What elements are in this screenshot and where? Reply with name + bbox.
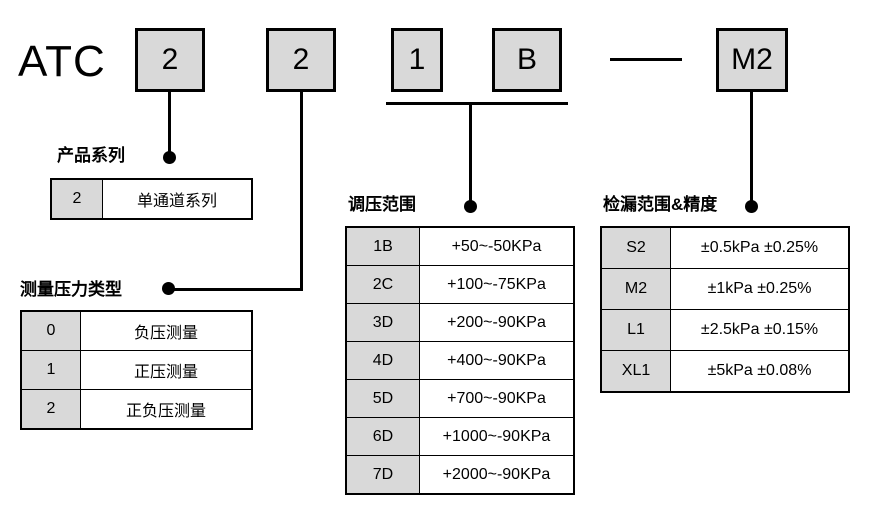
connector-leak-range-dot — [745, 200, 758, 213]
caption-pressure-type: 测量压力类型 — [20, 280, 122, 299]
leak-range-row-3-code: XL1 — [600, 350, 671, 393]
table-row: 6D +1000~-90KPa — [345, 417, 575, 456]
pressure-range-row-3-code: 4D — [345, 341, 420, 380]
caption-series: 产品系列 — [57, 146, 125, 165]
table-row: L1 ±2.5kPa ±0.15% — [600, 309, 850, 351]
pressure-range-row-2-value: +200~-90KPa — [419, 303, 575, 342]
table-row: 7D +2000~-90KPa — [345, 455, 575, 495]
table-row: 5D +700~-90KPa — [345, 379, 575, 418]
leak-range-row-3-value: ±5kPa ±0.08% — [670, 350, 850, 393]
code-box-range-letter[interactable]: B — [492, 28, 562, 92]
code-box-series[interactable]: 2 — [135, 28, 205, 92]
code-box-pressure-type-value: 2 — [292, 43, 310, 76]
code-box-range-letter-value: B — [516, 43, 537, 76]
model-separator-dash — [610, 58, 682, 61]
code-box-series-value: 2 — [161, 43, 179, 76]
pressure-type-row-0-code: 0 — [20, 310, 81, 351]
pressure-type-row-0-value: 负压测量 — [80, 310, 253, 351]
leak-range-row-0-code: S2 — [600, 226, 671, 269]
pressure-type-row-2-code: 2 — [20, 389, 81, 430]
pressure-range-row-5-code: 6D — [345, 417, 420, 456]
pressure-range-row-1-code: 2C — [345, 265, 420, 304]
code-box-range-digit[interactable]: 1 — [391, 28, 443, 92]
table-row: 2 正负压测量 — [20, 389, 253, 430]
pressure-range-row-0-code: 1B — [345, 226, 420, 266]
code-box-leak-accuracy[interactable]: M2 — [716, 28, 788, 92]
connector-series-vertical — [168, 92, 171, 158]
table-row: 1B +50~-50KPa — [345, 226, 575, 266]
leak-range-row-2-value: ±2.5kPa ±0.15% — [670, 309, 850, 351]
table-pressure-range: 1B +50~-50KPa 2C +100~-75KPa 3D +200~-90… — [345, 226, 575, 495]
leak-range-row-0-value: ±0.5kPa ±0.25% — [670, 226, 850, 269]
code-box-leak-accuracy-value: M2 — [731, 43, 773, 76]
code-box-pressure-type[interactable]: 2 — [266, 28, 336, 92]
table-row: XL1 ±5kPa ±0.08% — [600, 350, 850, 393]
table-row: M2 ±1kPa ±0.25% — [600, 268, 850, 310]
series-row-0-value: 单通道系列 — [102, 178, 253, 220]
model-prefix-label: ATC — [18, 37, 106, 86]
pressure-range-row-4-value: +700~-90KPa — [419, 379, 575, 418]
pressure-range-row-6-value: +2000~-90KPa — [419, 455, 575, 495]
pressure-range-row-2-code: 3D — [345, 303, 420, 342]
pressure-range-row-3-value: +400~-90KPa — [419, 341, 575, 380]
table-row: 2 单通道系列 — [50, 178, 253, 220]
connector-series-dot — [163, 151, 176, 164]
pressure-range-row-4-code: 5D — [345, 379, 420, 418]
table-row: 1 正压测量 — [20, 350, 253, 390]
pressure-type-row-1-value: 正压测量 — [80, 350, 253, 390]
connector-pressure-type-vertical — [300, 92, 303, 291]
connector-pressure-type-horizontal — [168, 288, 303, 291]
table-pressure-type: 0 负压测量 1 正压测量 2 正负压测量 — [20, 310, 253, 430]
leak-range-row-1-value: ±1kPa ±0.25% — [670, 268, 850, 310]
series-row-0-code: 2 — [50, 178, 103, 220]
leak-range-row-1-code: M2 — [600, 268, 671, 310]
pressure-type-row-1-code: 1 — [20, 350, 81, 390]
connector-pressure-range-dot — [464, 200, 477, 213]
connector-pressure-range-bracket — [386, 102, 568, 105]
table-leak-range: S2 ±0.5kPa ±0.25% M2 ±1kPa ±0.25% L1 ±2.… — [600, 226, 850, 393]
pressure-type-row-2-value: 正负压测量 — [80, 389, 253, 430]
table-series: 2 单通道系列 — [50, 178, 253, 220]
table-row: 4D +400~-90KPa — [345, 341, 575, 380]
leak-range-row-2-code: L1 — [600, 309, 671, 351]
code-box-range-digit-value: 1 — [408, 43, 426, 76]
pressure-range-row-6-code: 7D — [345, 455, 420, 495]
table-row: S2 ±0.5kPa ±0.25% — [600, 226, 850, 269]
caption-pressure-range: 调压范围 — [348, 195, 416, 214]
pressure-range-row-0-value: +50~-50KPa — [419, 226, 575, 266]
pressure-range-row-1-value: +100~-75KPa — [419, 265, 575, 304]
table-row: 2C +100~-75KPa — [345, 265, 575, 304]
caption-leak-range: 检漏范围&精度 — [603, 195, 718, 214]
connector-pressure-range-vertical — [469, 102, 472, 207]
connector-pressure-type-dot — [162, 282, 175, 295]
connector-leak-range-vertical — [750, 92, 753, 207]
table-row: 3D +200~-90KPa — [345, 303, 575, 342]
table-row: 0 负压测量 — [20, 310, 253, 351]
pressure-range-row-5-value: +1000~-90KPa — [419, 417, 575, 456]
